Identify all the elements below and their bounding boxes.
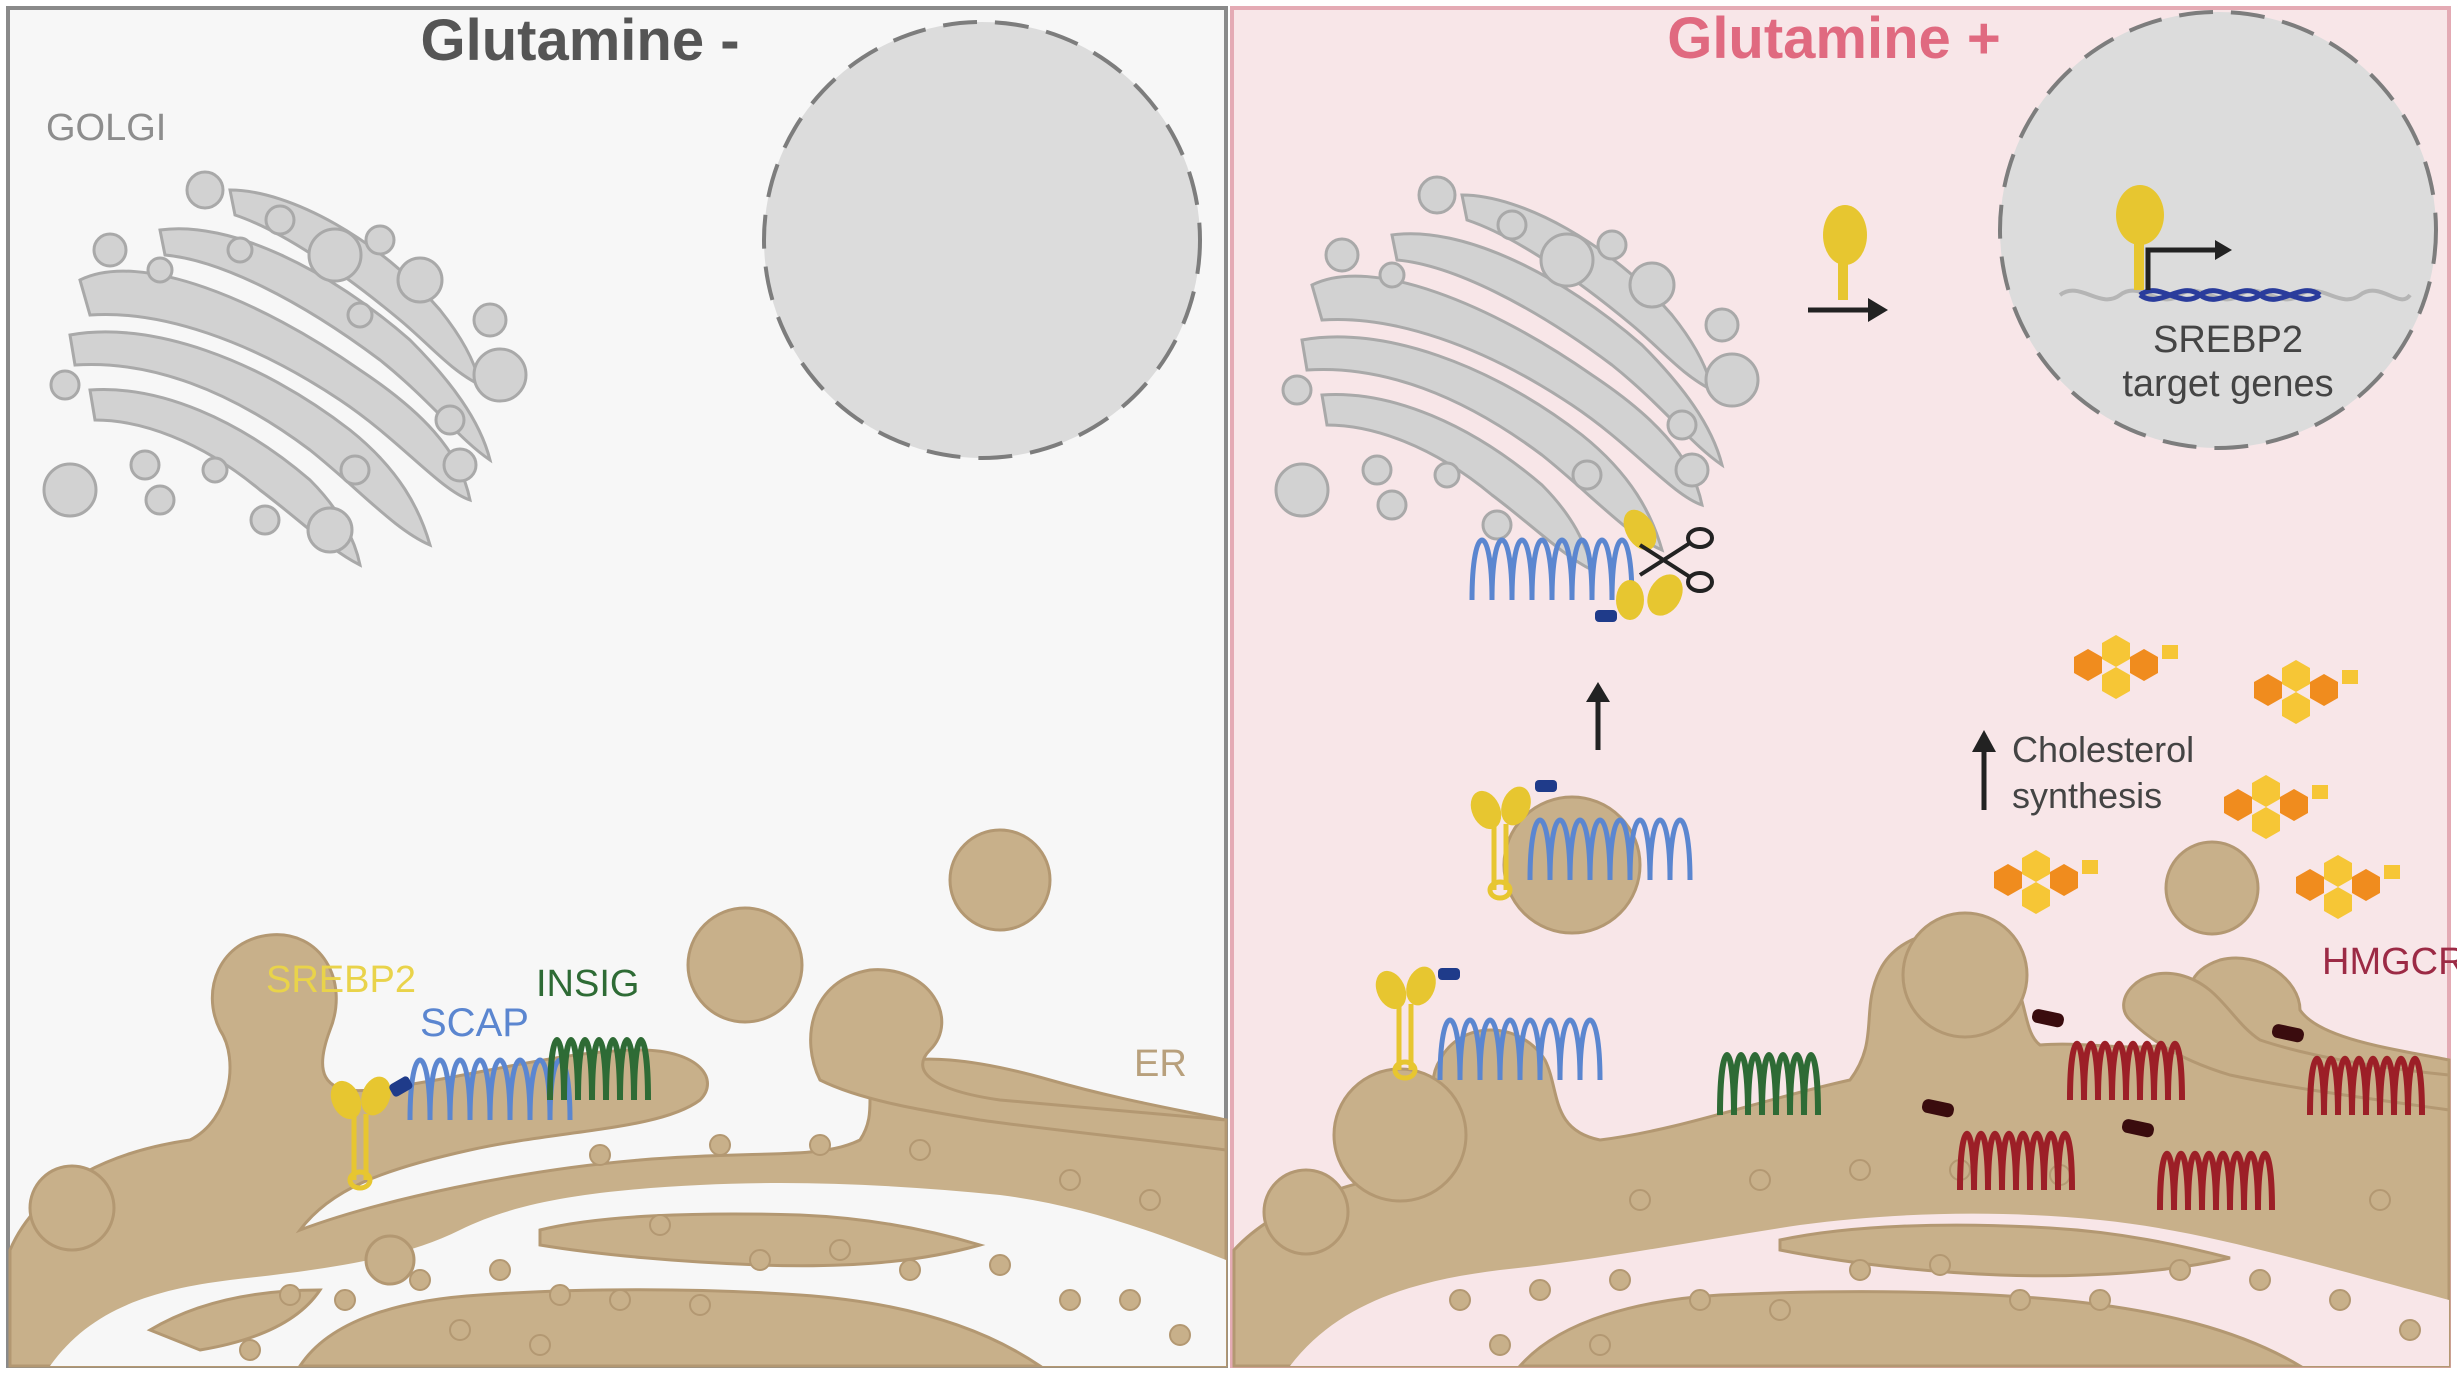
panel-right-title: Glutamine + <box>1667 6 2001 71</box>
insig-label-left: INSIG <box>536 963 639 1005</box>
srebp2-nuclear-fragment <box>2116 185 2164 290</box>
srebp2-label-left: SREBP2 <box>266 959 416 1001</box>
transport-arrow <box>1586 682 1610 750</box>
nucleus-label-line1: SREBP2 <box>2153 319 2303 361</box>
nuclear-import-arrow <box>1808 298 1888 322</box>
scap-tail-golgi <box>1595 610 1617 622</box>
scap-label-left: SCAP <box>420 1001 529 1045</box>
nucleus-right <box>1998 10 2438 450</box>
golgi-label: GOLGI <box>46 107 166 149</box>
er-right <box>1232 840 2451 1368</box>
golgi-left <box>42 170 528 568</box>
nucleus-label-line2: target genes <box>2122 363 2333 405</box>
cholesterol-label-line2: synthesis <box>2012 775 2162 816</box>
hmgcr-label: HMGCR <box>2322 941 2457 983</box>
cholesterol-label-line1: Cholesterol <box>2012 729 2194 770</box>
srebp2-cleaved-golgi <box>1616 509 1683 620</box>
dna-strand <box>2058 288 2412 302</box>
scap-tail-right <box>1438 968 1460 980</box>
er-left <box>8 828 1228 1368</box>
nucleus-left <box>762 20 1202 460</box>
transcription-arrow <box>2145 240 2232 290</box>
er-label-left: ER <box>1134 1043 1187 1085</box>
panel-left-title: Glutamine - <box>420 8 739 73</box>
srebp2-released-fragment <box>1823 205 1867 300</box>
scap-tail-left <box>389 1076 413 1097</box>
cholesterol-arrow <box>1972 730 1996 810</box>
scissors-icon <box>1638 527 1714 593</box>
panel-glutamine-minus: Glutamine - GOLGI <box>6 6 1228 1368</box>
panel-glutamine-plus: Glutamine + SREBP2 target genes <box>1230 6 2457 1368</box>
scap-tail-vesicle <box>1535 780 1557 792</box>
golgi-right <box>1274 175 1760 573</box>
